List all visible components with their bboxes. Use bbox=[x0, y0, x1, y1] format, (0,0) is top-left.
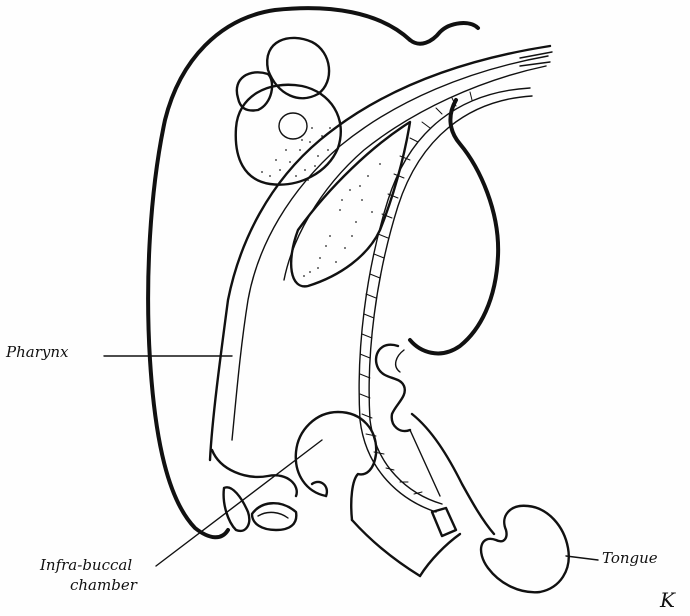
tongue-label: Tongue bbox=[602, 551, 658, 567]
tongue-leader bbox=[566, 556, 598, 560]
infra-buccal-leader bbox=[156, 440, 322, 566]
signature-mark: K bbox=[660, 590, 675, 611]
infra-buccal-label-line2: chamber bbox=[70, 578, 137, 594]
pharynx-label: Pharynx bbox=[6, 345, 68, 361]
infra-buccal-label-line1: Infra-buccal bbox=[40, 558, 132, 574]
